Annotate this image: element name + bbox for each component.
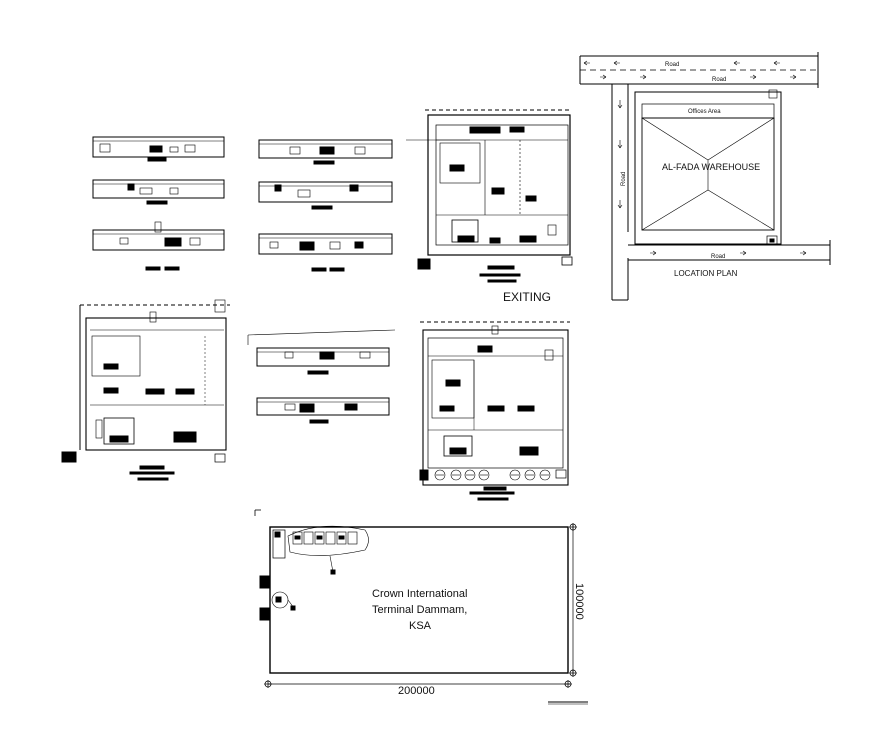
existing-floor-plan	[406, 109, 573, 283]
elevation-strip-3	[92, 221, 225, 271]
floor-plan-left	[61, 299, 230, 481]
elevation-strip-6	[258, 233, 393, 272]
elevation-strip-2	[92, 179, 225, 205]
floor-plan-right	[419, 321, 570, 501]
site-name-line2: Terminal Dammam,	[372, 604, 467, 616]
warehouse-name: AL-FADA WAREHOUSE	[662, 162, 760, 172]
road-label-top: Road	[665, 62, 679, 68]
elevation-strip-5	[258, 181, 393, 210]
offices-area-label: Offices Area	[688, 109, 721, 115]
elevation-strip-4	[258, 139, 393, 165]
elevation-strip-8	[256, 397, 390, 424]
site-name-line1: Crown International	[372, 588, 467, 600]
site-width-dimension: 200000	[398, 685, 435, 697]
elevation-strip-7	[247, 329, 396, 375]
site-name-line3: KSA	[409, 620, 432, 632]
elevation-strip-1	[92, 136, 225, 162]
road-label-bottom: Road	[711, 254, 725, 260]
road-label-mid: Road	[712, 77, 726, 83]
existing-caption: EXITING	[503, 290, 551, 304]
location-plan-caption: LOCATION PLAN	[674, 269, 738, 278]
landscape-shrubs	[434, 469, 551, 481]
location-plan	[579, 52, 831, 301]
road-label-left: Road	[621, 172, 627, 186]
site-plan	[254, 509, 588, 705]
site-height-dimension: 100000	[573, 583, 585, 620]
